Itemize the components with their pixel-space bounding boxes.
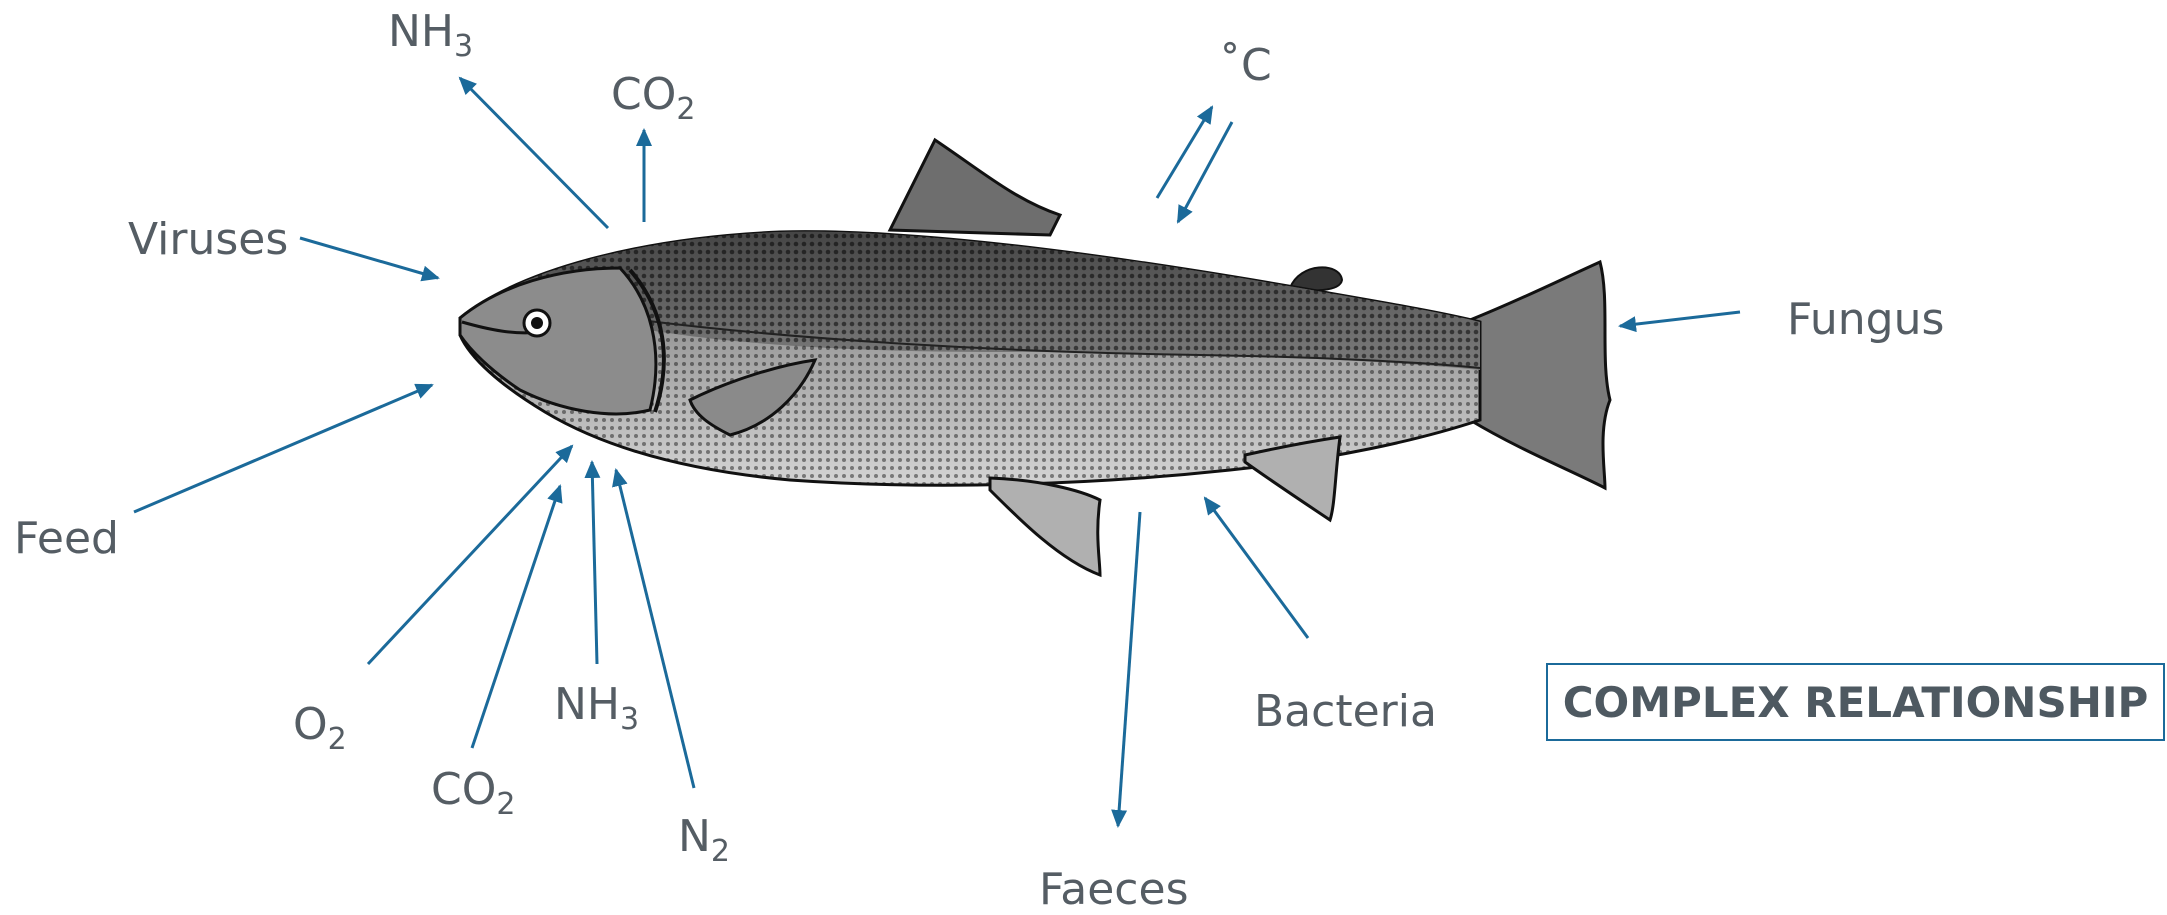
complex-relationship-box: COMPLEX RELATIONSHIP [1546, 663, 2165, 741]
label-faeces: Faeces [1039, 868, 1189, 912]
label-viruses: Viruses [128, 218, 288, 262]
arrow-bacteria-in [1205, 498, 1308, 638]
label-bacteria: Bacteria [1254, 690, 1437, 734]
arrow-n2-in [616, 470, 694, 788]
label-co2-top: CO2 [611, 73, 695, 117]
fish-illustration [460, 140, 1610, 575]
arrow-feed-in [134, 385, 432, 512]
arrow-faeces-out [1118, 512, 1140, 826]
label-nh3-top: NH3 [388, 10, 473, 54]
label-co2-bottom: CO2 [431, 768, 515, 812]
arrow-nh3-in [592, 462, 597, 664]
label-nh3-bottom: NH3 [554, 683, 639, 727]
arrow-co2-in [472, 486, 560, 748]
label-feed: Feed [14, 517, 119, 561]
label-n2: N2 [678, 815, 730, 859]
arrow-o2-in [368, 446, 572, 664]
arrow-heat-out [1157, 107, 1212, 198]
label-degrees-celsius: ˚C [1219, 44, 1272, 88]
label-fungus: Fungus [1787, 298, 1944, 342]
complex-relationship-label: COMPLEX RELATIONSHIP [1563, 678, 2149, 727]
arrow-nh3-out-top [460, 78, 608, 228]
arrow-viruses-in [300, 238, 438, 278]
arrow-fungus-in [1620, 312, 1740, 326]
label-o2: O2 [293, 703, 347, 747]
arrow-heat-in [1178, 122, 1232, 222]
